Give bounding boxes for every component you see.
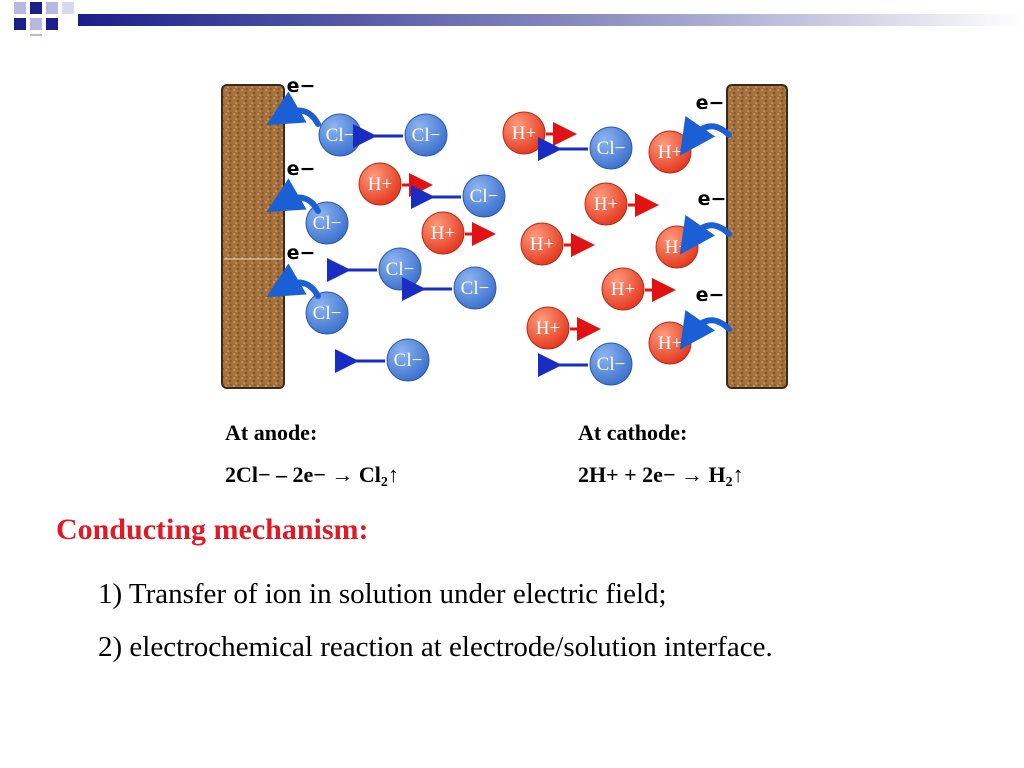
ion-label: H+ [536, 318, 560, 339]
header-square [14, 18, 26, 30]
ion-label: Cl− [394, 350, 423, 371]
anion-circle [453, 266, 497, 310]
header-square [30, 2, 42, 14]
ion-label: H+ [368, 174, 392, 195]
ion-label: Cl− [412, 125, 441, 146]
ion-label: H+ [665, 237, 689, 258]
hydrogen-ion: H+ [502, 111, 577, 155]
hydrogen-ion: H+ [520, 222, 595, 266]
header-square [46, 18, 58, 30]
ion-label: Cl− [597, 354, 626, 375]
electron-label: e− [696, 92, 725, 114]
chloride-ion: Cl− [402, 266, 497, 310]
ion-label: H+ [658, 333, 682, 354]
header-square [30, 18, 42, 30]
hydrogen-ion: H+ [421, 211, 496, 255]
electron-transfer-arrow [679, 309, 732, 350]
electron-transfer-arrow [679, 115, 732, 156]
cation-circle [584, 182, 628, 226]
anode-equation: 2Cl− – 2e− → Cl2↑ [225, 462, 399, 490]
electron-label: e− [698, 188, 727, 210]
chloride-ion: Cl− [305, 201, 349, 245]
electron-transfer-arrow [266, 178, 321, 214]
hydrogen-ion: H+ [648, 130, 692, 174]
chloride-ion: Cl− [305, 291, 349, 335]
ion-label: Cl− [313, 303, 342, 324]
chloride-ion: Cl− [353, 113, 448, 157]
hydrogen-ion: H+ [655, 225, 699, 269]
cation-circle [358, 162, 402, 206]
header-square [46, 2, 58, 14]
chloride-ion: Cl− [335, 338, 430, 382]
ion-label: H+ [512, 123, 536, 144]
electron-label: e− [287, 242, 316, 264]
hydrogen-ion: H+ [648, 321, 692, 365]
anion-circle [462, 174, 506, 218]
anode-equation-title: At anode: [225, 420, 318, 445]
cathode-electron: e− [679, 188, 732, 255]
ion-label: H+ [594, 194, 618, 215]
cation-circle [502, 111, 546, 155]
mechanism-point-1: 1) Transfer of ion in solution under ele… [98, 578, 667, 610]
anion-circle [305, 291, 349, 335]
anode-electron: e− [266, 75, 321, 127]
anode-electrode [221, 84, 285, 389]
header-decoration [14, 2, 1024, 36]
anode-electron: e− [266, 158, 321, 214]
ion-label: Cl− [313, 213, 342, 234]
ion-label: Cl− [461, 278, 490, 299]
cathode-electron: e− [679, 92, 732, 156]
cation-circle [421, 211, 465, 255]
cathode-electron: e− [679, 284, 732, 350]
ion-label: Cl− [326, 125, 355, 146]
cathode-equation-title: At cathode: [578, 420, 688, 445]
anion-circle [404, 113, 448, 157]
cation-circle [526, 306, 570, 350]
anion-circle [589, 126, 633, 170]
hydrogen-ion: H+ [526, 306, 601, 350]
electron-transfer-arrow [266, 91, 321, 127]
cation-circle [520, 222, 564, 266]
chloride-ion: Cl− [538, 342, 633, 386]
mechanism-title: Conducting mechanism: [56, 513, 369, 546]
chloride-ion: Cl− [538, 126, 633, 170]
ion-label: H+ [431, 223, 455, 244]
cathode-equation: 2H+ + 2e− → H2↑ [578, 462, 744, 490]
electron-label: e− [287, 75, 316, 97]
chloride-ion: Cl− [411, 174, 506, 218]
header-gradient-bar [78, 14, 1024, 26]
electron-transfer-arrow [679, 214, 732, 255]
chloride-ion: Cl− [327, 247, 422, 291]
ion-label: Cl− [470, 186, 499, 207]
header-square [30, 34, 42, 36]
electron-label: e− [696, 284, 725, 306]
cation-circle [601, 267, 645, 311]
ion-label: Cl− [597, 138, 626, 159]
ion-label: H+ [658, 142, 682, 163]
hydrogen-ion: H+ [584, 182, 659, 226]
hydrogen-ion: H+ [358, 162, 433, 206]
ion-label: Cl− [386, 259, 415, 280]
electron-label: e− [287, 158, 316, 180]
cathode-electrode [726, 84, 788, 389]
header-square [14, 2, 26, 14]
electron-transfer-arrow [266, 263, 321, 299]
hydrogen-ion: H+ [601, 267, 676, 311]
header-square [62, 2, 74, 14]
ion-label: H+ [611, 279, 635, 300]
ion-label: H+ [530, 234, 554, 255]
chloride-ion: Cl− [318, 113, 362, 157]
mechanism-point-2: 2) electrochemical reaction at electrode… [98, 631, 773, 663]
anion-circle [589, 342, 633, 386]
anode-electron: e− [266, 242, 321, 299]
electrolysis-diagram: Cl− Cl− H+ Cl− Cl− H+ Cl− Cl− Cl− Cl− H+ Cl− H+ H+ H+ H… [221, 75, 788, 389]
anion-circle [386, 338, 430, 382]
